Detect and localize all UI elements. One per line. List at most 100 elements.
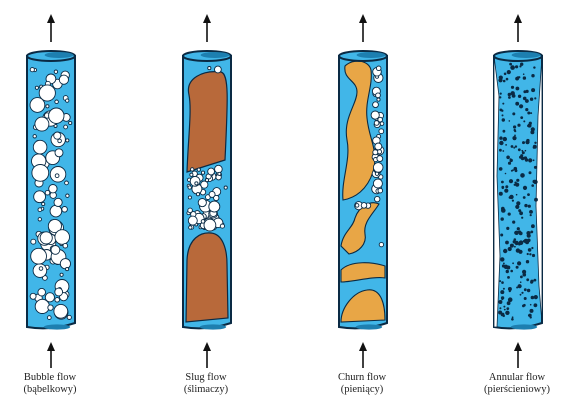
annular-flow-droplet [508, 96, 511, 99]
annular-flow-droplet [510, 244, 514, 248]
caption-slug-flow: Slug flow (ślimaczy) [146, 372, 266, 396]
bubble-flow-gas-bubble [39, 267, 43, 271]
bubble-flow-gas-bubble [66, 139, 69, 142]
annular-flow-droplet [506, 78, 509, 81]
bubble-flow-gas-bubble [55, 230, 70, 245]
annular-flow-droplet [507, 301, 511, 305]
churn-flow-gas-bubble [378, 117, 383, 122]
churn-flow-gas-bubble [375, 143, 382, 150]
annular-flow-droplet [531, 184, 534, 187]
annular-flow-droplet [508, 247, 512, 251]
annular-flow-droplet [503, 315, 505, 317]
annular-flow-droplet [526, 278, 529, 281]
annular-flow-droplet [531, 224, 535, 228]
annular-flow-droplet [504, 309, 506, 311]
annular-flow-droplet [503, 249, 507, 253]
annular-flow-droplet [529, 122, 532, 125]
churn-flow-gas-bubble [373, 102, 379, 108]
bubble-flow-gas-bubble [40, 232, 52, 244]
annular-flow-droplet [534, 97, 536, 99]
annular-flow-droplet [516, 87, 520, 91]
annular-flow-droplet [499, 167, 503, 171]
annular-flow-droplet [527, 289, 530, 292]
annular-flow-droplet [498, 311, 502, 315]
annular-flow-droplet [530, 304, 532, 306]
annular-flow-droplet [499, 96, 501, 98]
annular-flow-droplet [534, 279, 537, 282]
churn-flow-gas-bubble [361, 203, 367, 209]
bubble-flow-gas-bubble [47, 316, 51, 320]
annular-flow-droplet [523, 240, 525, 242]
annular-flow-droplet [520, 294, 522, 296]
pipe-annular-flow [494, 51, 542, 330]
annular-flow-droplet [503, 80, 506, 83]
churn-flow-gas-bubble [373, 163, 383, 173]
annular-flow-droplet [515, 77, 519, 81]
annular-flow-droplet [534, 142, 536, 144]
annular-flow-droplet [508, 93, 511, 96]
annular-flow-droplet [502, 150, 504, 152]
annular-flow-droplet [503, 306, 505, 308]
annular-flow-droplet [522, 141, 525, 144]
annular-flow-droplet [523, 120, 525, 122]
annular-flow-droplet [517, 261, 521, 265]
annular-flow-droplet [512, 169, 514, 171]
slug-flow-gas-bubble [188, 216, 197, 225]
annular-flow-droplet [510, 159, 513, 162]
bubble-flow-gas-bubble [33, 140, 47, 154]
slug-flow-gas-bubble [196, 193, 199, 196]
annular-flow-droplet [518, 209, 521, 212]
caption-churn-flow-pl: (pieniący) [302, 384, 422, 396]
annular-flow-droplet [506, 270, 509, 273]
annular-flow-droplet [526, 260, 529, 263]
annular-flow-droplet [512, 112, 515, 115]
annular-flow-droplet [525, 99, 529, 103]
churn-flow-pipe-top-inner [357, 52, 386, 58]
annular-flow-droplet [515, 65, 518, 68]
annular-flow-droplet [506, 307, 509, 310]
bubble-flow-gas-bubble [42, 202, 45, 205]
bubble-flow-gas-bubble [54, 132, 61, 139]
caption-bubble-flow-pl: (bąbelkowy) [0, 384, 110, 396]
annular-flow-droplet [501, 217, 504, 220]
slug-flow-gas-bubble [190, 173, 193, 176]
annular-flow-droplet [523, 196, 526, 199]
slug-flow-gas-bubble [201, 171, 204, 174]
annular-flow-droplet [513, 240, 516, 243]
annular-flow-droplet [519, 232, 523, 236]
annular-flow-droplet [533, 145, 537, 149]
slug-flow-gas-bubble [197, 168, 200, 171]
annular-flow-droplet [527, 253, 529, 255]
annular-flow-droplet [530, 214, 532, 216]
annular-flow-droplet [516, 179, 519, 182]
caption-slug-flow-pl: (ślimaczy) [146, 384, 266, 396]
annular-flow-droplet [516, 194, 518, 196]
annular-flow-droplet [518, 148, 521, 151]
annular-flow-droplet [509, 179, 513, 183]
annular-flow-droplet [530, 231, 533, 234]
slug-flow-gas-bubble [220, 224, 224, 228]
slug-flow-gas-bubble [204, 219, 216, 231]
annular-flow-droplet [517, 124, 520, 127]
annular-flow-droplet [529, 210, 533, 214]
annular-flow-droplet [499, 137, 502, 140]
bubble-flow-gas-bubble [69, 121, 72, 124]
annular-flow-droplet [513, 125, 516, 128]
annular-flow-droplet [526, 139, 529, 142]
annular-flow-droplet [505, 241, 509, 245]
annular-flow-droplet [514, 184, 516, 186]
annular-flow-droplet [518, 284, 522, 288]
annular-flow-droplet [515, 145, 517, 147]
annular-flow-droplet [501, 296, 504, 299]
bubble-flow-pipe-top-inner [45, 52, 74, 58]
annular-flow-droplet [534, 303, 538, 307]
annular-flow-droplet [499, 280, 501, 282]
annular-flow-droplet [504, 73, 507, 76]
bubble-flow-gas-bubble [30, 293, 36, 299]
bubble-flow-gas-bubble [38, 288, 46, 296]
annular-flow-droplet [510, 65, 515, 70]
bubble-flow-gas-bubble [30, 98, 45, 113]
annular-flow-inflow-arrow-head [514, 342, 522, 351]
slug-flow-pipe-bottom-inner [200, 324, 226, 329]
annular-flow-droplet [500, 290, 504, 294]
